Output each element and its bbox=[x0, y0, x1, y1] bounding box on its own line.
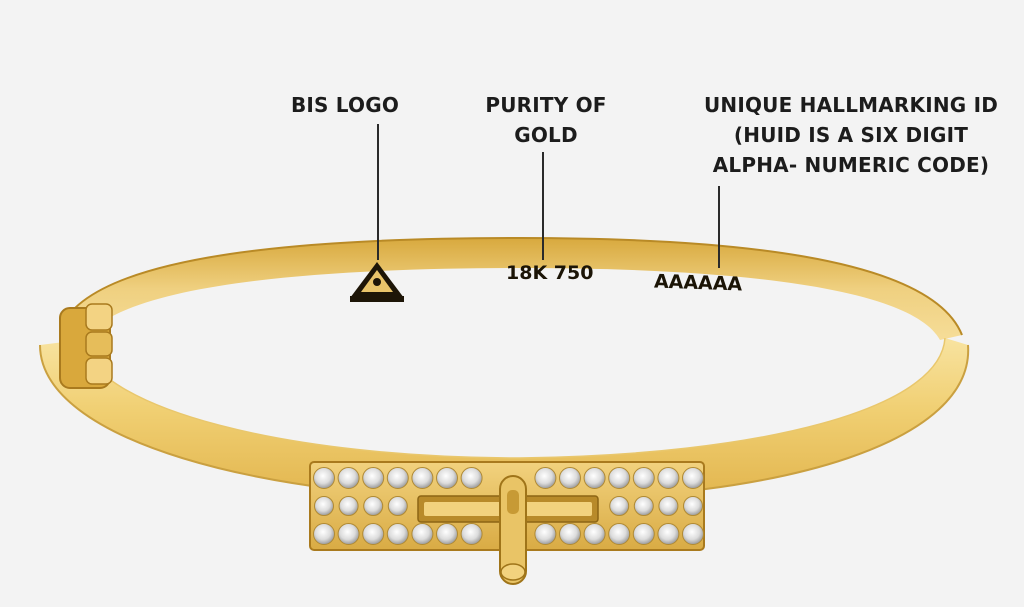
huid-label-line-1: UNIQUE HALLMARKING ID bbox=[703, 93, 999, 117]
diamond-icon bbox=[313, 523, 335, 545]
diamond-icon bbox=[411, 523, 434, 545]
diamond-icon bbox=[609, 496, 630, 516]
diamond-icon bbox=[337, 523, 360, 545]
diamond-icon bbox=[338, 496, 359, 516]
purity-engraving: 18K 750 bbox=[506, 262, 594, 284]
huid-label-line-3: ALPHA- NUMERIC CODE) bbox=[712, 153, 990, 177]
diamond-icon bbox=[683, 496, 703, 516]
diamond-icon bbox=[436, 467, 458, 489]
huid-engraving: AAAAAA bbox=[653, 270, 743, 296]
purity-label-line-1: PURITY OF bbox=[485, 93, 607, 117]
diamond-icon bbox=[386, 467, 409, 489]
hinge-icon bbox=[59, 303, 113, 389]
diamond-icon bbox=[608, 523, 631, 545]
clasp-icon bbox=[499, 475, 527, 585]
diamond-icon bbox=[632, 467, 655, 489]
huid-label: UNIQUE HALLMARKING ID (HUID IS A SIX DIG… bbox=[690, 90, 1012, 180]
diamond-icon bbox=[337, 467, 360, 489]
bis-logo-icon bbox=[350, 262, 404, 302]
diamond-pave bbox=[313, 467, 704, 545]
bis-logo-pointer-line bbox=[377, 124, 379, 260]
diamond-icon bbox=[363, 496, 384, 516]
diamond-icon bbox=[632, 523, 655, 545]
diamond-icon bbox=[313, 467, 335, 489]
diamond-icon bbox=[460, 523, 483, 545]
diamond-icon bbox=[633, 496, 654, 516]
diamond-icon bbox=[460, 467, 483, 489]
bis-logo-label: BIS LOGO bbox=[270, 90, 420, 120]
diamond-icon bbox=[608, 467, 631, 489]
diamond-icon bbox=[583, 523, 606, 545]
purity-label-line-2: GOLD bbox=[514, 123, 578, 147]
diamond-icon bbox=[583, 467, 606, 489]
diamond-icon bbox=[534, 523, 557, 545]
diamond-icon bbox=[682, 467, 704, 489]
diamond-icon bbox=[559, 523, 581, 545]
diamond-icon bbox=[362, 467, 385, 489]
purity-pointer-line bbox=[542, 152, 544, 260]
diamond-icon bbox=[534, 467, 557, 489]
bangle-outer-band bbox=[40, 338, 969, 500]
bangle-inner-surface bbox=[60, 238, 962, 340]
diamond-icon bbox=[559, 467, 581, 489]
diamond-icon bbox=[387, 496, 408, 516]
diamond-icon bbox=[411, 467, 434, 489]
huid-pointer-line bbox=[718, 186, 720, 268]
diamond-icon bbox=[682, 523, 704, 545]
huid-label-line-2: (HUID IS A SIX DIGIT bbox=[733, 123, 969, 147]
diamond-icon bbox=[436, 523, 458, 545]
bis-logo-label-text: BIS LOGO bbox=[290, 93, 400, 117]
diamond-icon bbox=[658, 496, 679, 516]
diamond-icon bbox=[314, 496, 334, 516]
purity-label: PURITY OF GOLD bbox=[462, 90, 630, 150]
diamond-icon bbox=[386, 523, 409, 545]
diamond-icon bbox=[362, 523, 385, 545]
diamond-icon bbox=[657, 523, 680, 545]
diamond-icon bbox=[657, 467, 680, 489]
